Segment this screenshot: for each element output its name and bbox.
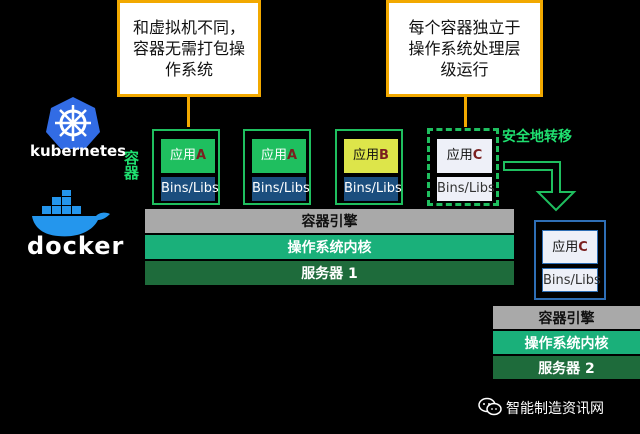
container-app-c-migrated: 应用C Bins/Libs: [534, 220, 606, 300]
bins-libs: Bins/Libs: [542, 268, 601, 292]
server2-hardware: 服务器 2: [493, 356, 640, 379]
container-app-b: 应用B Bins/Libs: [335, 129, 403, 205]
watermark-text: 智能制造资讯网: [506, 401, 604, 417]
server1-os-kernel: 操作系统内核: [145, 235, 514, 259]
app-label: 应用B: [344, 139, 398, 173]
kubernetes-helm-icon: [45, 95, 101, 151]
app-label: 应用A: [252, 139, 306, 173]
app-label: 应用A: [161, 139, 215, 173]
server1-hardware: 服务器 1: [145, 261, 514, 285]
bins-libs: Bins/Libs: [252, 177, 310, 201]
callout-right-text: 每个容器独立于 操作系统处理层 级运行: [408, 18, 521, 79]
containers-side-label: 容器: [122, 150, 140, 180]
callout-left-text: 和虚拟机不同， 容器无需打包操 作系统: [132, 18, 245, 79]
app-label: 应用C: [437, 139, 492, 173]
server1-container-engine: 容器引擎: [145, 209, 514, 233]
bins-libs: Bins/Libs: [161, 177, 219, 201]
docker-whale-icon: [30, 190, 112, 238]
container-app-a-1: 应用A Bins/Libs: [152, 129, 220, 205]
kubernetes-logo-text: kubernetes: [30, 142, 127, 160]
app-label: 应用C: [542, 230, 598, 264]
server2-os-kernel: 操作系统内核: [493, 331, 640, 354]
callout-independent: 每个容器独立于 操作系统处理层 级运行: [386, 0, 543, 97]
callout-vm-difference: 和虚拟机不同， 容器无需打包操 作系统: [117, 0, 261, 97]
container-app-a-2: 应用A Bins/Libs: [243, 129, 311, 205]
bins-libs: Bins/Libs: [437, 177, 495, 201]
bins-libs: Bins/Libs: [344, 177, 402, 201]
server2-container-engine: 容器引擎: [493, 306, 640, 329]
callout-right-pointer: [464, 97, 467, 127]
container-app-c-source: 应用C Bins/Libs: [427, 128, 499, 206]
docker-logo-text: docker: [27, 232, 125, 260]
callout-left-pointer: [187, 97, 190, 127]
wechat-icon: [478, 397, 502, 417]
migrate-arrow-icon: [500, 148, 584, 214]
migrate-label: 安全地转移: [502, 129, 572, 145]
